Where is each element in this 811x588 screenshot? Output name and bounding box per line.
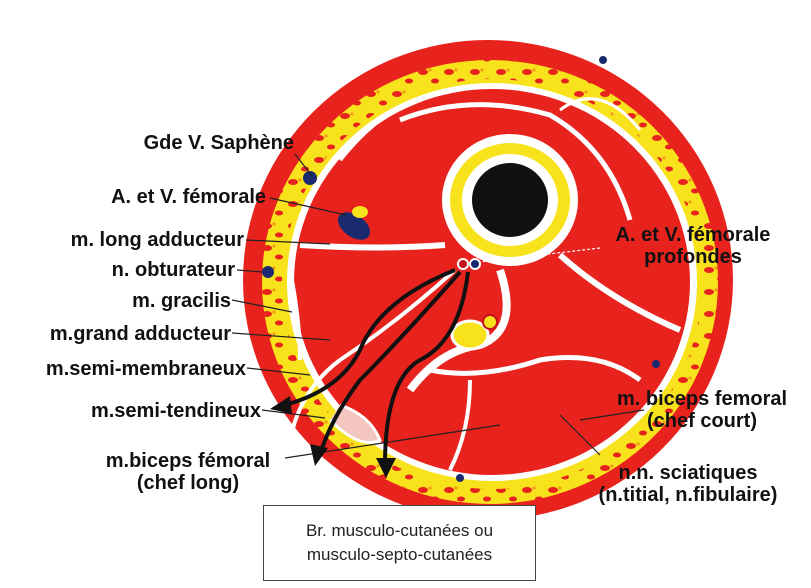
sciatic-nerve — [483, 315, 497, 329]
legend-box: Br. musculo-cutanées ou musculo-septo-cu… — [263, 505, 536, 581]
label-long-adducteur: m. long adducteur — [71, 229, 244, 251]
deep-femoral-vein — [470, 259, 480, 269]
label-semi-membraneux: m.semi-membraneux — [46, 358, 246, 380]
label-sciatiques-line1: n.n. sciatiques — [572, 462, 804, 484]
label-biceps-long: m.biceps fémoral (chef long) — [88, 450, 288, 494]
intermuscular-septum-medial — [300, 245, 445, 248]
label-biceps-long-line2: (chef long) — [88, 472, 288, 494]
femoral-vessels-sheath — [352, 206, 368, 218]
label-sciatiques-line2: (n.titial, n.fibulaire) — [572, 484, 804, 506]
deep-femoral-artery — [458, 259, 468, 269]
label-femorale-prof-line1: A. et V. fémorale — [583, 224, 803, 246]
femur-marrow — [472, 163, 548, 237]
label-saphene: Gde V. Saphène — [144, 132, 294, 154]
sciatic-fat-pad — [452, 321, 488, 349]
label-obturateur: n. obturateur — [112, 259, 235, 281]
label-grand-adducteur: m.grand adducteur — [50, 323, 231, 345]
label-semi-tendineux: m.semi-tendineux — [91, 400, 261, 422]
label-femorale: A. et V. fémorale — [111, 186, 266, 208]
label-sciatiques: n.n. sciatiques (n.titial, n.fibulaire) — [572, 462, 804, 506]
label-biceps-court: m. biceps femoral (chef court) — [602, 388, 802, 432]
label-femorale-profondes: A. et V. fémorale profondes — [583, 224, 803, 268]
skin-vessel-2 — [652, 360, 660, 368]
label-biceps-long-line1: m.biceps fémoral — [88, 450, 288, 472]
label-gracilis: m. gracilis — [132, 290, 231, 312]
obturator-nerve-dot — [262, 266, 274, 278]
label-biceps-court-line1: m. biceps femoral — [602, 388, 802, 410]
legend-line2: musculo-septo-cutanées — [264, 543, 535, 567]
label-biceps-court-line2: (chef court) — [602, 410, 802, 432]
label-femorale-prof-line2: profondes — [583, 246, 803, 268]
skin-vessel-3 — [456, 474, 464, 482]
skin-vessel-1 — [599, 56, 607, 64]
legend-line1: Br. musculo-cutanées ou — [264, 519, 535, 543]
